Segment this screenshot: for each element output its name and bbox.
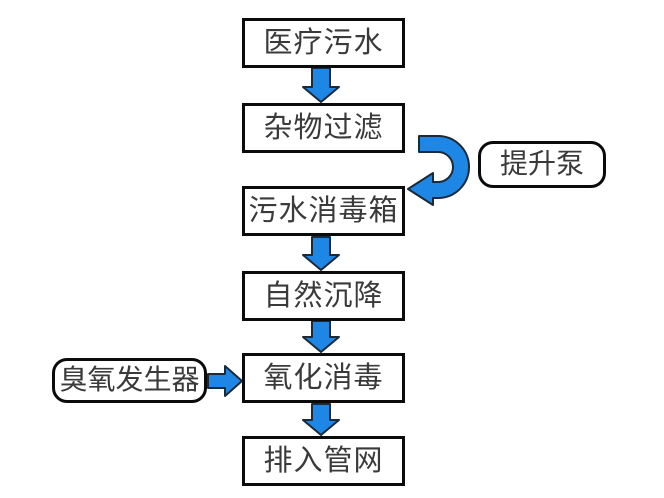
node-natural-sedimentation: 自然沉降 [242,271,405,321]
node-oxidation-disinfection-label: 氧化消毒 [263,361,384,394]
node-sewage-disinfection-tank-label: 污水消毒箱 [248,194,399,227]
node-medical-wastewater: 医疗污水 [242,18,405,68]
node-ozone-generator-label: 臭氧发生器 [59,364,200,396]
pump-u-turn-arrow [407,135,470,206]
node-discharge-to-pipe-network-label: 排入管网 [263,444,384,477]
node-ozone-generator: 臭氧发生器 [52,358,207,403]
node-discharge-to-pipe-network: 排入管网 [242,436,405,486]
node-lift-pump-label: 提升泵 [499,148,584,180]
node-sewage-disinfection-tank: 污水消毒箱 [242,186,405,236]
node-debris-filter-label: 杂物过滤 [263,111,384,144]
ozone-feed-arrow-right [207,365,243,397]
node-medical-wastewater-label: 医疗污水 [263,26,384,59]
arrow-down-4 [302,403,340,436]
node-debris-filter: 杂物过滤 [242,103,405,153]
node-natural-sedimentation-label: 自然沉降 [263,279,384,312]
arrow-down-2 [302,236,340,271]
node-oxidation-disinfection: 氧化消毒 [242,353,405,403]
arrow-down-1 [302,67,340,103]
arrow-down-3 [302,320,340,353]
node-lift-pump: 提升泵 [478,141,606,188]
